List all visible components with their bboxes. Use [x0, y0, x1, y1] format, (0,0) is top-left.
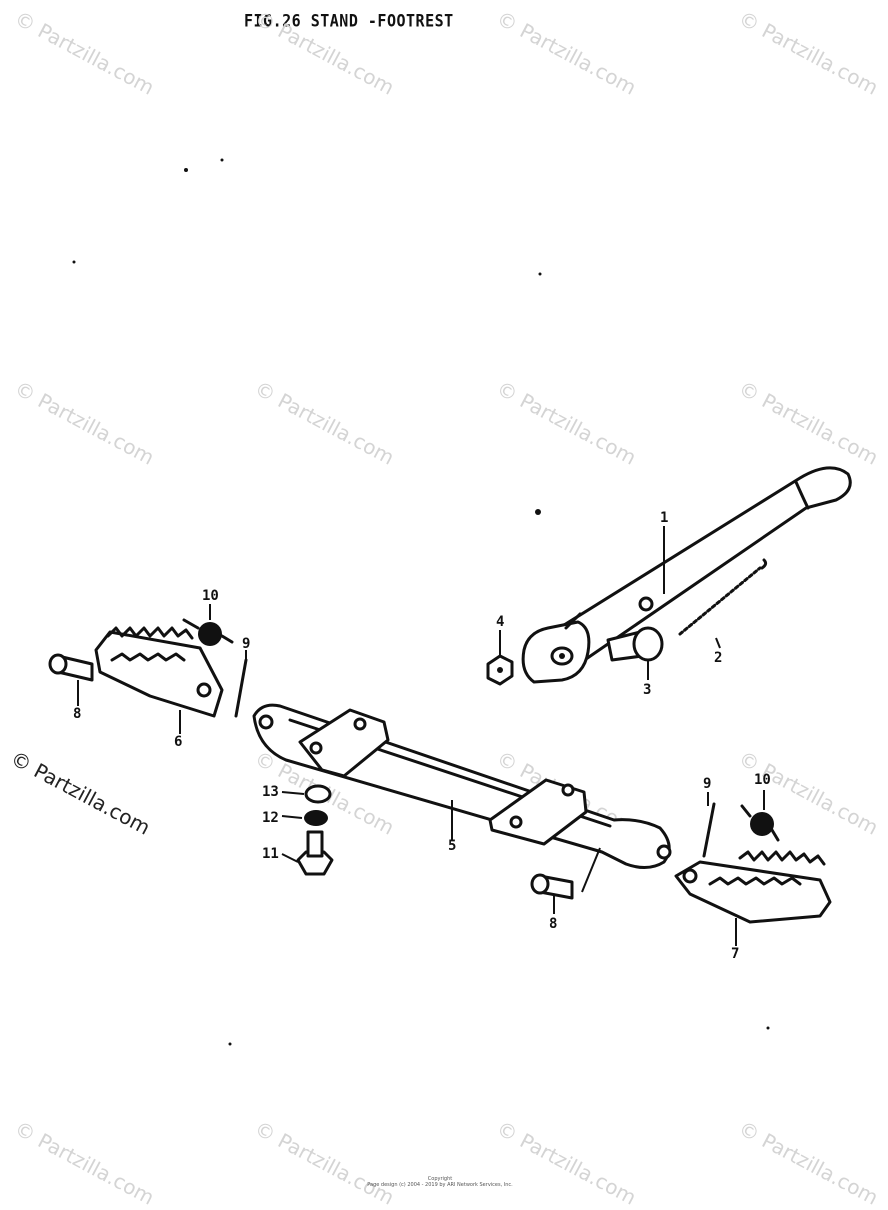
nut-part-4 [486, 654, 514, 686]
callout-10-left: 10 [202, 588, 219, 604]
page-design-line: Page design (c) 2004 - 2019 by ARI Netwo… [367, 1182, 513, 1188]
spring-part-2 [678, 558, 768, 636]
footrest-right-part-7 [674, 850, 832, 924]
pivot-bolt-part-3 [606, 626, 664, 662]
callout-7: 7 [731, 946, 740, 962]
side-stand-part-1 [521, 466, 852, 684]
bolt-part-11 [296, 830, 334, 876]
callout-8-left: 8 [73, 706, 82, 722]
callout-5: 5 [448, 838, 457, 854]
callout-2: 2 [714, 650, 723, 666]
callout-1: 1 [660, 510, 669, 526]
pin-part-8-left [48, 653, 94, 682]
callout-13: 13 [262, 784, 279, 800]
callout-9-left: 9 [242, 636, 251, 652]
callout-3: 3 [643, 682, 652, 698]
callout-12: 12 [262, 810, 279, 826]
washer-part-13 [304, 784, 332, 804]
callout-10-right: 10 [754, 772, 771, 788]
footrest-bar-part-5 [252, 703, 672, 869]
callout-9-right: 9 [703, 776, 712, 792]
footrest-left-part-6 [94, 626, 224, 718]
copyright-footer: Copyright Page design (c) 2004 - 2019 by… [360, 1176, 520, 1188]
callout-11: 11 [262, 846, 279, 862]
cotter-pin-part-9 [234, 658, 716, 858]
copyright-line: Copyright [427, 1176, 453, 1182]
pin-part-8-right [530, 873, 574, 900]
return-spring-part-10 [182, 618, 780, 842]
lock-washer-part-12 [304, 810, 328, 826]
callout-4: 4 [496, 614, 505, 630]
callout-6: 6 [174, 734, 183, 750]
figure-title: FIG.26 STAND -FOOTREST [244, 11, 454, 31]
callout-8-right: 8 [549, 916, 558, 932]
